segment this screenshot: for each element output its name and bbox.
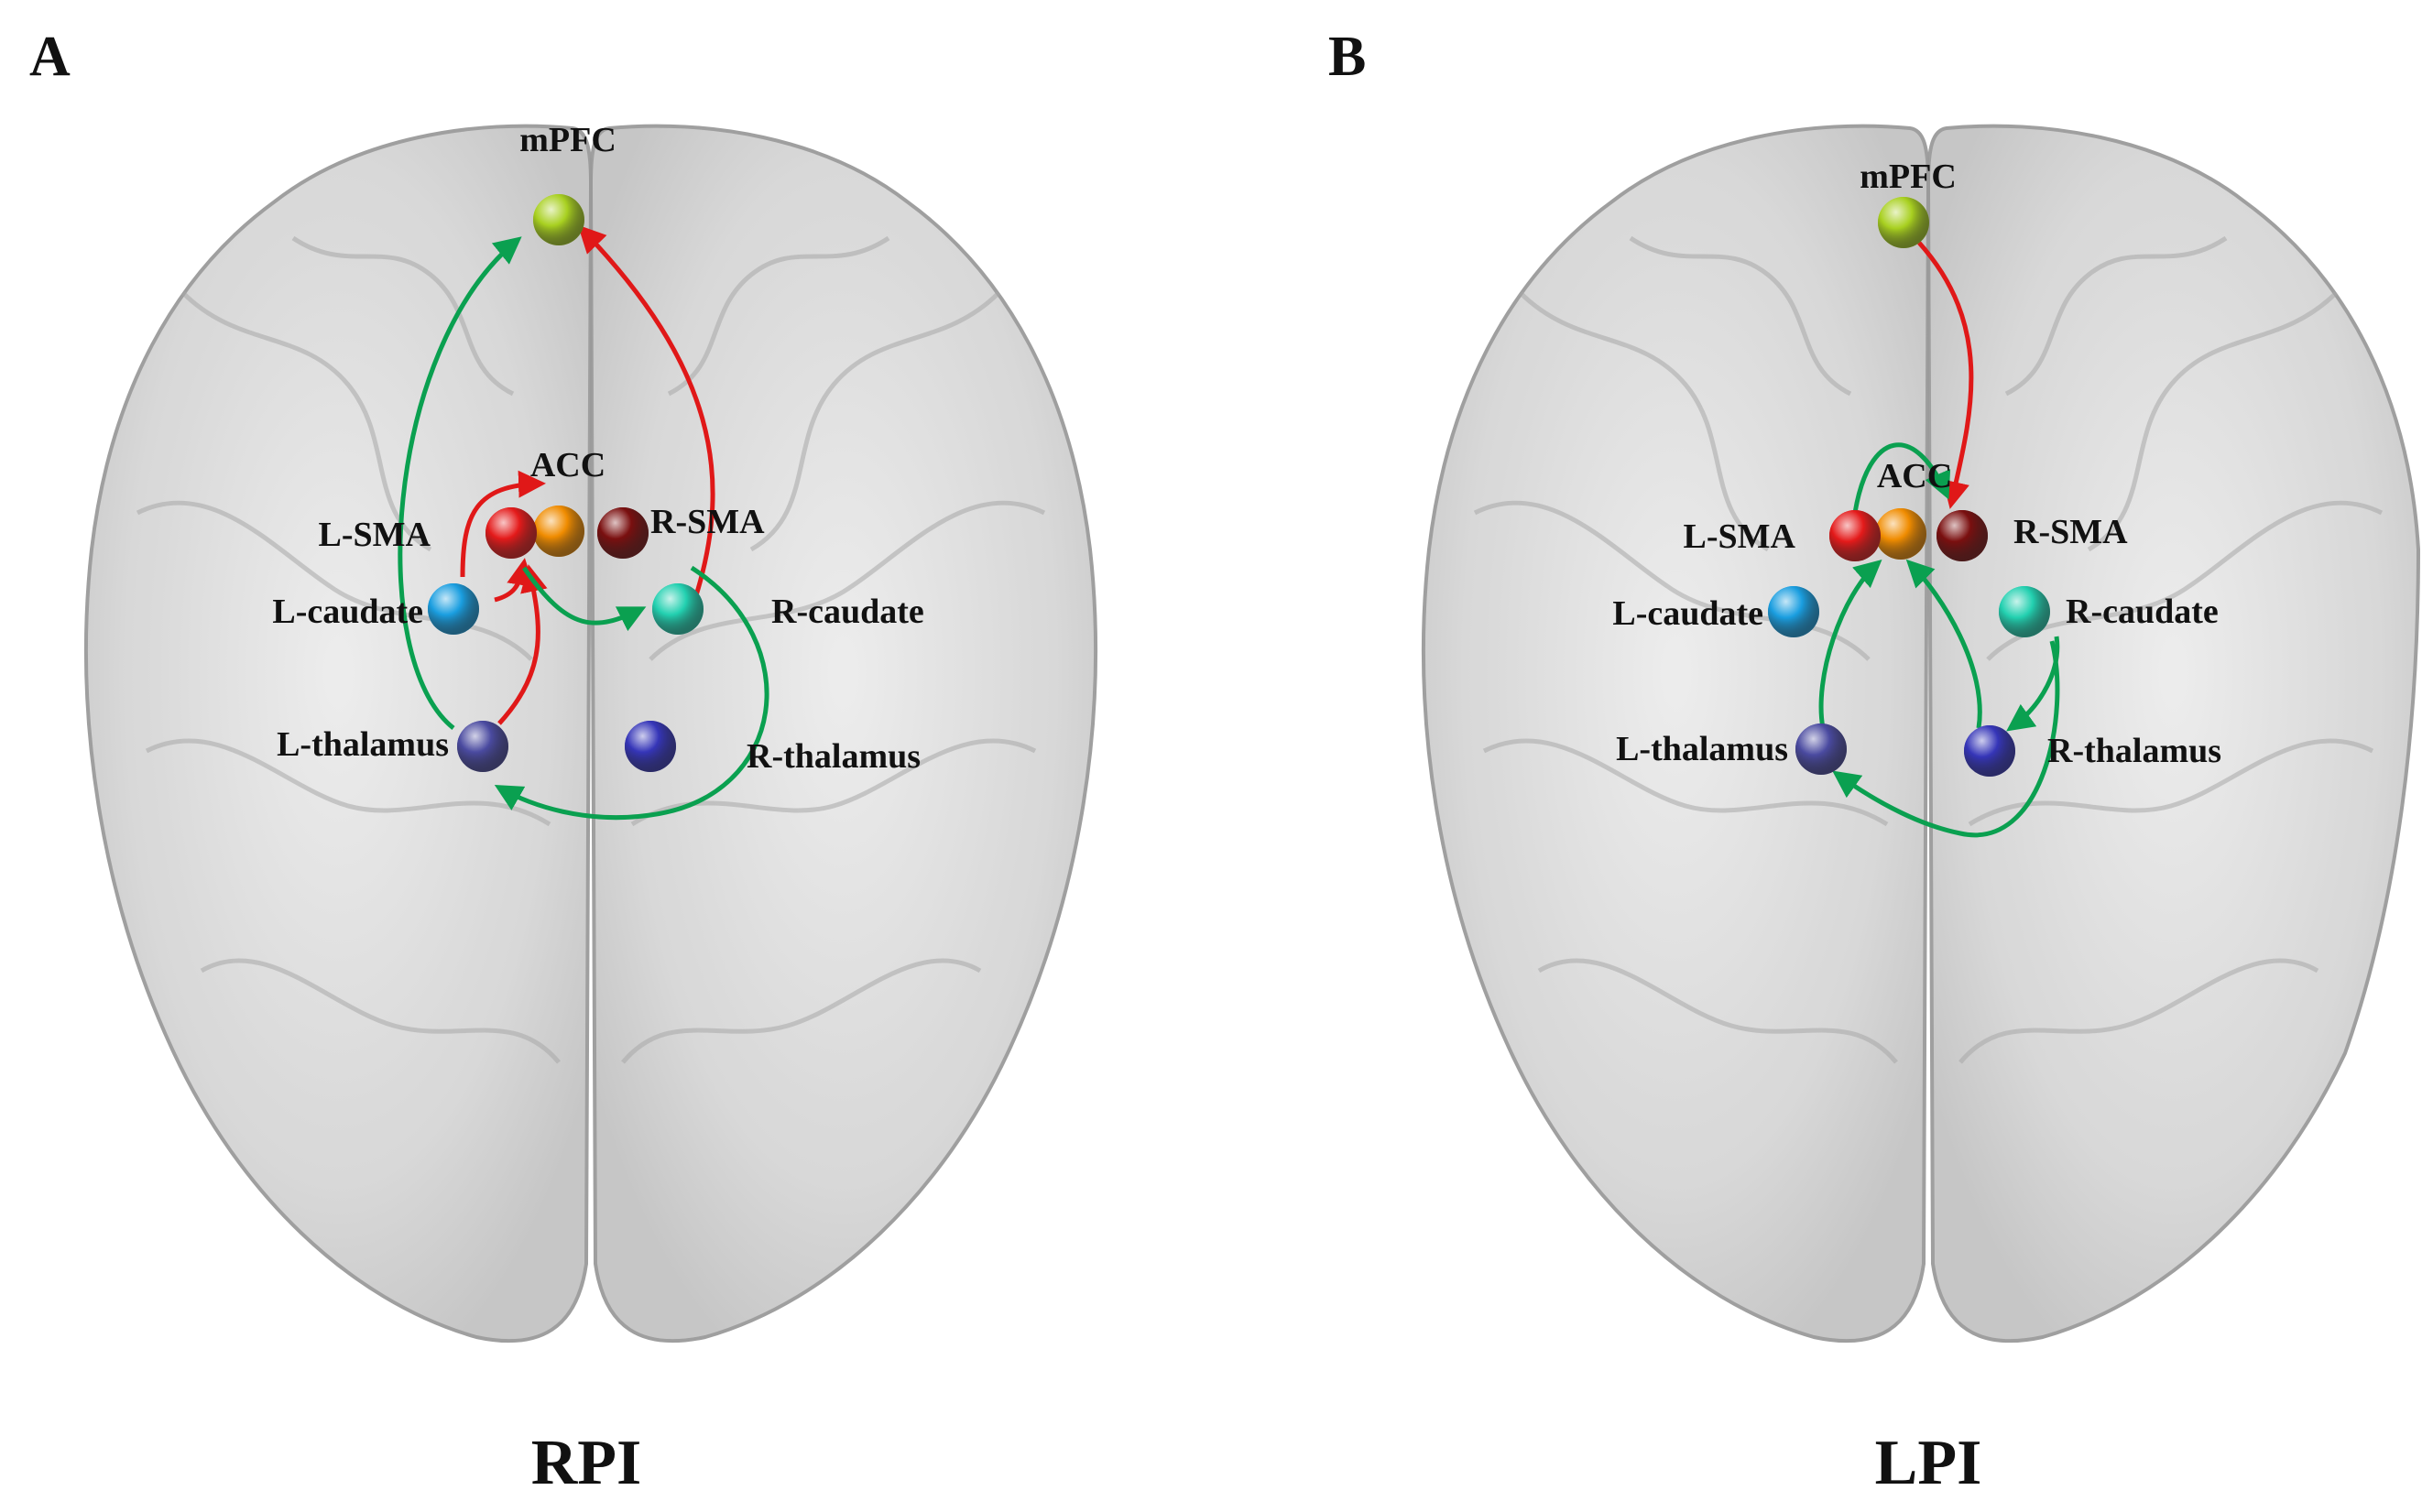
node-l-caudate-label: L-caudate xyxy=(272,593,423,631)
node-r-caudate-shading xyxy=(1999,586,2050,637)
connection-l-caudate-to-acc xyxy=(460,470,546,578)
node-l-thalamus-label: L-thalamus xyxy=(277,725,449,764)
node-r-thalamus-label: R-thalamus xyxy=(747,737,921,776)
node-l-sma-label: L-SMA xyxy=(319,516,431,554)
panel-b-nodes: mPFC ACC L-SMA R-SMA L-caudate R-caudateL-tha… xyxy=(1612,158,2221,777)
node-mpfc-shading xyxy=(533,194,584,245)
brain-left-hemisphere xyxy=(84,124,594,1343)
node-l-sma-shading xyxy=(485,507,537,559)
connection-r-sma-to-l-thalamus xyxy=(494,565,769,821)
panel-a-connections xyxy=(398,224,769,821)
node-l-thalamus-label: L-thalamus xyxy=(1616,730,1788,768)
panel-a: A mPFC xyxy=(29,26,1097,1498)
panel-b-title: LPI xyxy=(1875,1428,1982,1498)
connection-r-caudate-to-mpfc xyxy=(577,224,715,596)
node-mpfc-shading xyxy=(1878,197,1929,248)
node-r-caudate-shading xyxy=(652,583,704,635)
node-l-sma-shading xyxy=(1829,510,1881,561)
connection-l-thalamus-to-acc xyxy=(1818,560,1882,729)
node-r-sma-shading xyxy=(597,507,649,559)
node-r-caudate-label: R-caudate xyxy=(771,593,924,631)
node-r-sma-label: R-SMA xyxy=(2013,513,2128,551)
node-l-thalamus-shading xyxy=(1795,723,1847,775)
node-acc-shading xyxy=(1875,508,1926,560)
brain-right-hemisphere xyxy=(1926,124,2421,1343)
node-l-caudate-shading xyxy=(428,583,479,635)
node-r-sma-shading xyxy=(1937,510,1988,561)
node-r-thalamus-shading xyxy=(1964,725,2015,777)
panel-a-brain xyxy=(84,124,1097,1343)
node-r-thalamus-label: R-thalamus xyxy=(2047,732,2221,770)
connection-l-thalamus-to-mpfc xyxy=(398,236,522,730)
node-l-caudate-label: L-caudate xyxy=(1612,594,1763,633)
node-l-thalamus-shading xyxy=(457,721,508,772)
brain-left-hemisphere xyxy=(1422,124,1931,1343)
connection-l-thalamus-to-l-sma xyxy=(497,564,548,725)
panel-a-nodes: mPFC ACC L-SMA R-SMA L-caudate R-caudateL-tha… xyxy=(272,121,923,776)
node-acc-label: ACC xyxy=(530,446,606,484)
connection-mpfc-to-r-sma xyxy=(1917,241,1974,509)
brain-right-hemisphere xyxy=(588,124,1097,1343)
connection-r-caudate-to-r-thalamus xyxy=(2006,636,2060,732)
node-r-caudate-label: R-caudate xyxy=(2066,593,2219,631)
panel-b-letter: B xyxy=(1328,26,1366,88)
node-mpfc-label: mPFC xyxy=(1860,158,1957,196)
panel-b-brain xyxy=(1422,124,2421,1343)
node-acc-label: ACC xyxy=(1877,457,1952,495)
panel-a-letter: A xyxy=(29,26,71,88)
connection-l-sma-to-r-sma xyxy=(1852,442,1951,514)
node-r-sma-label: R-SMA xyxy=(650,503,765,541)
node-l-sma-label: L-SMA xyxy=(1684,517,1796,556)
node-mpfc-label: mPFC xyxy=(519,121,616,159)
connection-r-thalamus-to-acc xyxy=(1905,559,1982,729)
node-acc-shading xyxy=(533,506,584,557)
connection-l-sma-to-r-caudate xyxy=(521,566,647,632)
node-l-caudate-shading xyxy=(1768,586,1819,637)
panel-b-connections xyxy=(1818,241,2060,838)
brain-sulci xyxy=(136,235,1046,1064)
brain-sulci xyxy=(1473,235,2384,1064)
connection-r-caudate-to-l-thalamus xyxy=(1832,640,2060,838)
panel-a-title: RPI xyxy=(531,1428,642,1498)
node-r-thalamus-shading xyxy=(625,721,676,772)
